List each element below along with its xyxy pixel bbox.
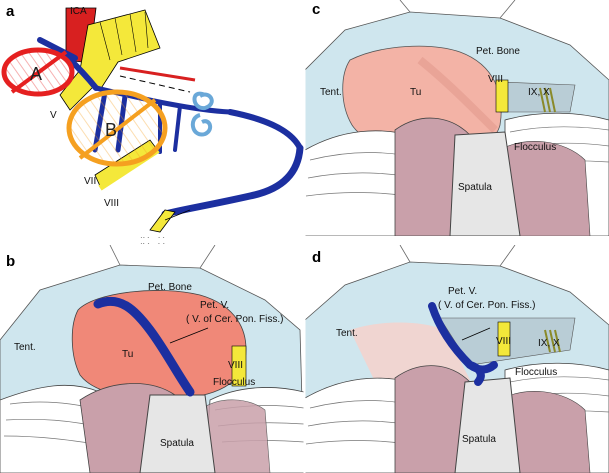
panel-a: a ICA A B V VII VIII IX X [1, 3, 304, 247]
panel-d-letter: d [312, 249, 321, 266]
label-tent: Tent. [14, 342, 36, 353]
nerve-ix-x [544, 329, 561, 353]
nerve-ix-x [149, 209, 191, 233]
label-viii: VIII [104, 198, 119, 209]
panel-b: b Pet. Bone Pet. V. ( V. of Cer. Pon. Fi… [0, 245, 304, 473]
nerve-viii [497, 321, 511, 357]
label-zone-a: A [30, 64, 42, 84]
petrosal-vein [428, 302, 498, 386]
panel-b-letter: b [6, 253, 15, 270]
label-spatula: Spatula [458, 182, 492, 193]
label-tent: Tent. [320, 87, 342, 98]
zone-a-marker [1, 47, 75, 97]
label-ica: ICA [70, 6, 87, 17]
label-spatula: Spatula [160, 438, 194, 449]
nerve-viii [231, 345, 247, 387]
nerve-ix-x [539, 87, 556, 113]
panel-a-letter: a [6, 3, 15, 20]
label-ix-x: IX, X [528, 87, 550, 98]
label-spatula: Spatula [462, 434, 496, 445]
spatula [454, 377, 521, 473]
label-pet-v: Pet. V. [200, 300, 229, 311]
label-pet-bone: Pet. Bone [476, 46, 520, 57]
panel-c: c Pet. Bone Tent. Tu VIII IX, X Flocculu… [305, 0, 609, 236]
spatula [139, 394, 216, 473]
spatula [449, 131, 521, 236]
label-pet-v: Pet. V. [448, 286, 477, 297]
cochlea [190, 91, 214, 137]
label-viii: VIII [488, 74, 503, 85]
panel-d: d Pet. V. ( V. of Cer. Pon. Fiss.) Tent.… [305, 245, 609, 473]
label-zone-b: B [105, 120, 117, 140]
label-flocculus: Flocculus [514, 142, 556, 153]
label-flocculus: Flocculus [213, 377, 255, 388]
label-flocculus: Flocculus [515, 367, 557, 378]
label-ix-x: IX, X [538, 338, 560, 349]
label-pet-v-fiss: ( V. of Cer. Pon. Fiss.) [438, 300, 535, 311]
zone-b-marker [66, 89, 168, 167]
nerve-viii [495, 79, 509, 113]
label-tu: Tu [410, 87, 421, 98]
label-tu: Tu [122, 349, 133, 360]
label-pet-bone: Pet. Bone [148, 282, 192, 293]
label-v: V [50, 110, 57, 121]
label-viii: VIII [228, 360, 243, 371]
panel-c-letter: c [312, 1, 320, 18]
label-viii: VIII [496, 336, 511, 347]
label-tent: Tent. [336, 328, 358, 339]
petrosal-vein [93, 296, 195, 397]
label-vii: VII [84, 176, 96, 187]
label-pet-v-fiss: ( V. of Cer. Pon. Fiss.) [186, 314, 283, 325]
